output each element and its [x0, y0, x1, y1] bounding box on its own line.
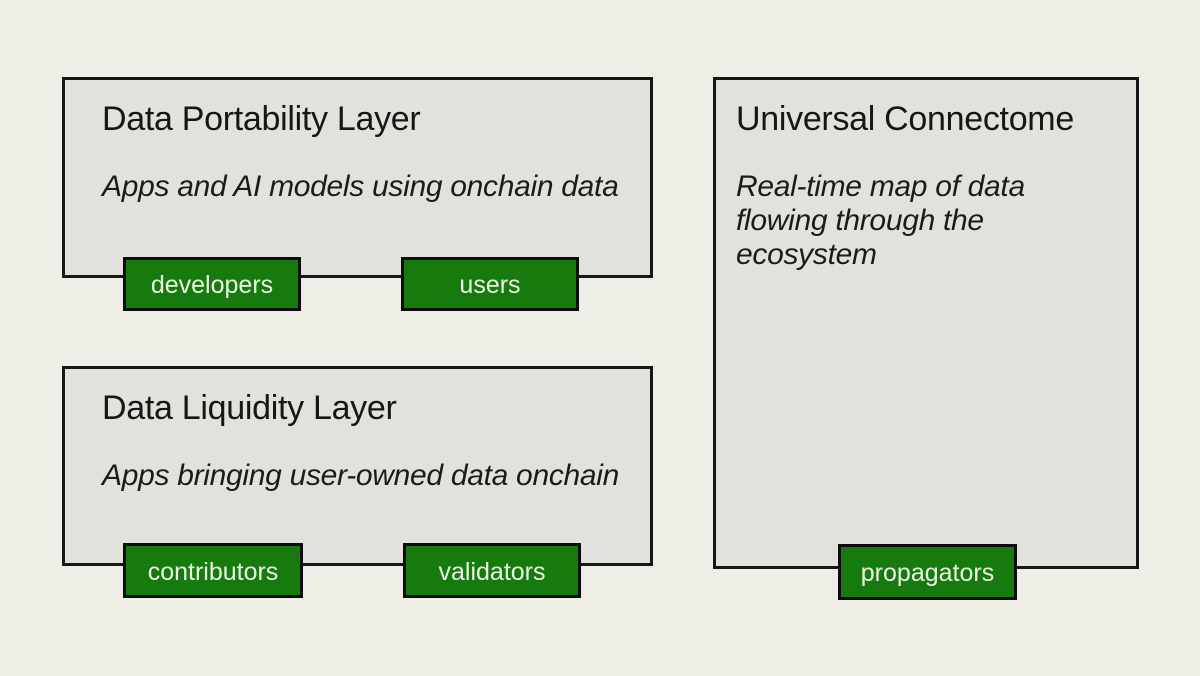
box-subtitle: Apps and AI models using onchain data [102, 170, 619, 203]
tag-label: developers [150, 271, 274, 299]
tag-users: users [401, 257, 579, 311]
tag-label: validators [438, 557, 546, 586]
tag-label: propagators [860, 559, 995, 587]
box-universal-connectome: Universal Connectome Real-time map of da… [713, 77, 1139, 600]
box-title: Universal Connectome [736, 100, 1074, 138]
tag-validators: validators [403, 543, 581, 598]
box-data-liquidity-layer: Data Liquidity Layer Apps bringing user-… [62, 366, 653, 598]
box-title: Data Liquidity Layer [102, 389, 397, 427]
box-content: Universal Connectome Real-time map of da… [716, 80, 1136, 272]
tag-contributors: contributors [123, 543, 303, 598]
tag-label: contributors [147, 557, 279, 586]
box-subtitle: Real-time map of data flowing through th… [736, 170, 1025, 271]
tag-label: users [459, 271, 521, 299]
box-subtitle: Apps bringing user-owned data onchain [102, 459, 620, 492]
box-content: Data Portability Layer Apps and AI model… [65, 80, 650, 204]
box-title: Data Portability Layer [102, 100, 421, 138]
box-data-portability-layer: Data Portability Layer Apps and AI model… [62, 77, 653, 311]
box-content: Data Liquidity Layer Apps bringing user-… [65, 369, 650, 493]
tag-developers: developers [123, 257, 301, 311]
tag-propagators: propagators [838, 544, 1017, 600]
